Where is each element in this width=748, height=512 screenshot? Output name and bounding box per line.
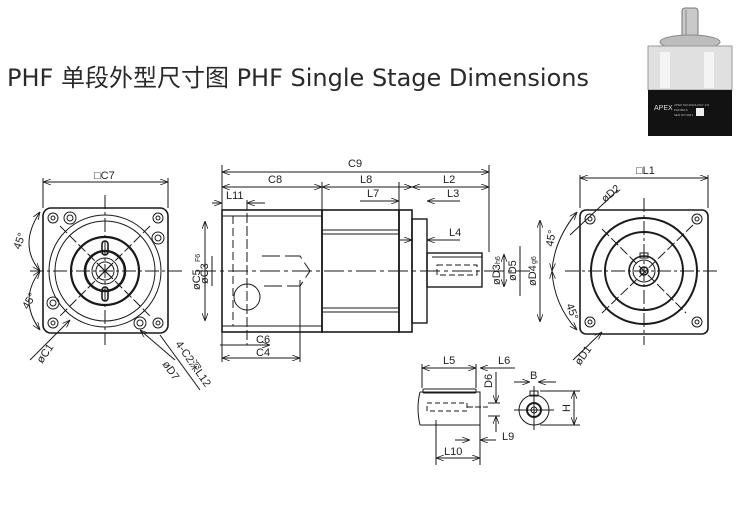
label-l7: L7 xyxy=(367,188,379,200)
bolt-hole-icon xyxy=(584,213,703,328)
qr-code-icon xyxy=(696,108,704,116)
photo-label: APEX TECHNOLOGY CO. xyxy=(674,103,710,107)
photo-label-2: PHF060-5 xyxy=(674,108,688,112)
label-h: H xyxy=(561,404,573,412)
label-c5: øC5 xyxy=(191,269,203,290)
label-l4: L4 xyxy=(449,227,461,239)
label-d5: øD5 xyxy=(507,260,519,281)
label-c6: C6 xyxy=(256,334,270,346)
label-d3: øD3 xyxy=(491,264,503,285)
label-l11: L11 xyxy=(226,190,244,202)
label-l10: L10 xyxy=(444,446,462,458)
label-d4-tol: g6 xyxy=(531,256,538,264)
label-dia-c1: øC1 xyxy=(35,342,57,366)
label-square-l1: □L1 xyxy=(636,165,655,177)
label-holes: 4-C2深L12 xyxy=(173,338,214,389)
shaft-detail xyxy=(417,364,580,465)
product-photo: APEX APEX TECHNOLOGY CO. PHF060-5 SER.NO… xyxy=(647,7,733,136)
photo-label-3: SER.NO 0001 xyxy=(674,113,693,117)
label-c8: C8 xyxy=(268,174,282,186)
label-l2: L2 xyxy=(443,174,455,186)
label-l6: L6 xyxy=(498,355,510,367)
label-dia-d7: øD7 xyxy=(160,359,182,383)
label-c5-tol: F6 xyxy=(195,254,202,262)
label-dia-d1: øD1 xyxy=(573,344,595,368)
label-l9: L9 xyxy=(502,431,514,443)
output-view xyxy=(552,175,720,361)
label-square-c7: □C7 xyxy=(94,170,115,182)
label-dia-d2: øD2 xyxy=(599,183,623,206)
label-d6: D6 xyxy=(483,374,495,388)
page-title: PHF 单段外型尺寸图 PHF Single Stage Dimensions xyxy=(7,64,589,92)
label-angle-top: 45° xyxy=(12,231,29,251)
label-d4: øD4 xyxy=(527,265,539,286)
label-l3: L3 xyxy=(447,188,459,200)
label-output-angle-bottom: 45° xyxy=(563,302,580,322)
label-c9: C9 xyxy=(348,158,362,170)
label-output-angle-top: 45° xyxy=(544,229,559,247)
bolt-hole-icon xyxy=(46,211,165,330)
label-c4: C4 xyxy=(256,347,270,359)
label-b: B xyxy=(530,370,537,382)
label-l8: L8 xyxy=(360,174,372,186)
front-view xyxy=(28,178,201,391)
label-angle-bottom: 45° xyxy=(20,291,39,311)
label-l5: L5 xyxy=(443,355,455,367)
label-d3-tol: h6 xyxy=(495,256,502,264)
side-view xyxy=(196,165,540,362)
photo-logo: APEX xyxy=(654,105,673,112)
label-c3: øC3 xyxy=(199,263,211,284)
